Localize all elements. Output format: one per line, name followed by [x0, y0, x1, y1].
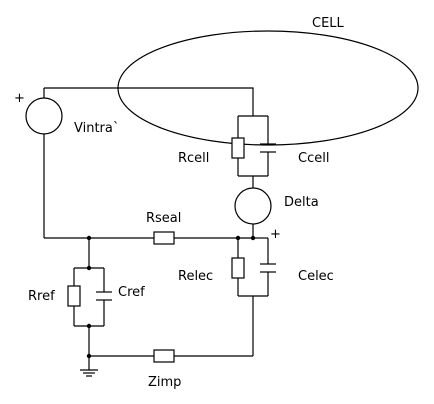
ccell-capacitor — [260, 143, 276, 153]
cref-label: Cref — [118, 285, 145, 300]
rref-cref-block — [73, 238, 105, 370]
celec-capacitor — [260, 263, 276, 273]
rcell-ccell-block — [237, 115, 269, 188]
celec-label: Celec — [298, 269, 334, 284]
delta-plus-sign: + — [270, 227, 281, 242]
rref-label: Rref — [28, 289, 55, 304]
vintra-label: Vintra` — [74, 121, 119, 136]
zimp-label: Zimp — [148, 375, 181, 390]
ground-icon — [80, 369, 98, 377]
rcell-resistor — [231, 137, 245, 159]
rcell-label: Rcell — [178, 151, 209, 166]
rseal-label: Rseal — [146, 211, 181, 226]
rref-resistor — [67, 285, 81, 307]
vintra-source — [25, 88, 63, 238]
relec-resistor — [231, 257, 245, 279]
delta-source — [234, 187, 272, 225]
relec-celec-block — [237, 237, 269, 356]
zimp-resistor — [153, 349, 175, 363]
cref-capacitor — [96, 291, 112, 301]
top-wire — [44, 87, 254, 116]
relec-label: Relec — [178, 269, 213, 284]
ccell-label: Ccell — [298, 151, 329, 166]
delta-label: Delta — [284, 195, 319, 210]
vintra-plus-sign: + — [14, 91, 25, 106]
cell-label: CELL — [312, 16, 345, 31]
rseal-resistor — [153, 231, 175, 245]
